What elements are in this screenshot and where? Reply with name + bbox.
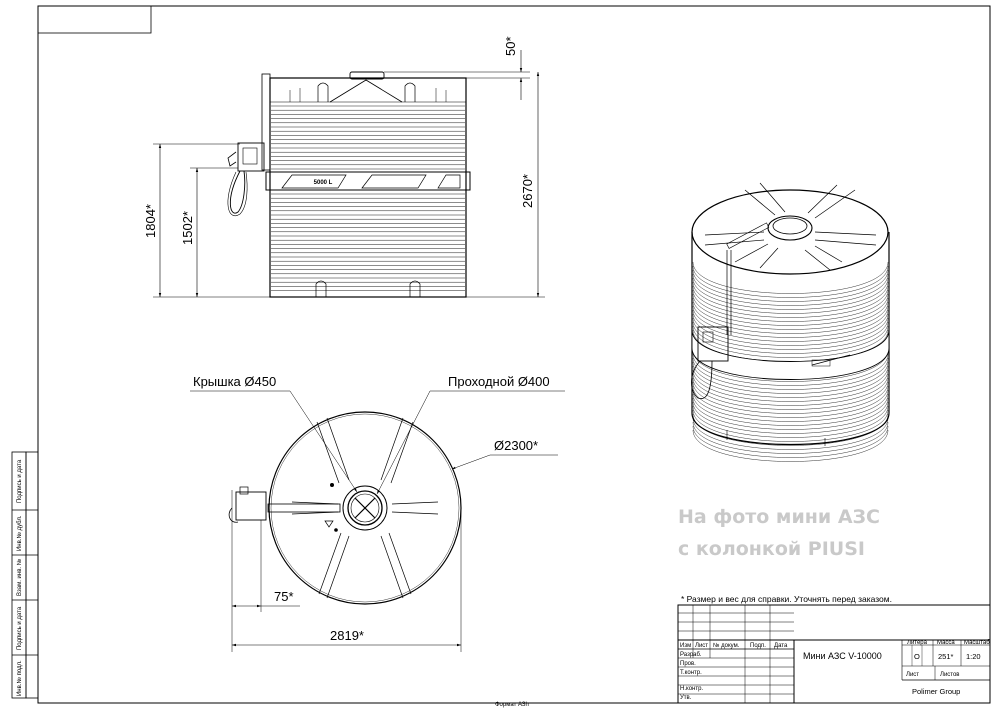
- tb-row-nkontr: Н.контр.: [680, 686, 703, 692]
- photo-caption-line1: На фото мини АЗС: [678, 506, 880, 528]
- tb-mass-label: Масса: [937, 640, 955, 646]
- tb-litera-value: О: [914, 652, 920, 661]
- title-block: Изм Лист № докум. Подп. Дата Разраб. Про…: [677, 604, 991, 704]
- dim-2300: Ø2300*: [494, 438, 538, 453]
- side-stamp-vzam-inv: Взам. инв. №: [16, 559, 23, 596]
- dim-2670: 2670*: [520, 174, 535, 208]
- tb-col-date: Дата: [774, 643, 788, 649]
- side-stamp-podp-data-2: Подпись и дата: [17, 606, 23, 650]
- dim-1502: 1502*: [180, 211, 195, 245]
- photo-caption-line2: с колонкой PIUSI: [678, 538, 865, 560]
- footnote: * Размер и вес для справки. Уточнять пер…: [681, 594, 892, 604]
- tb-sheet-label: Лист: [906, 672, 919, 678]
- tb-row-tkontr: Т.контр.: [680, 670, 702, 676]
- isometric-tank: [691, 182, 890, 462]
- side-stamp-podp-data-1: Подпись и дата: [17, 459, 23, 503]
- tb-col-list: Лист: [695, 643, 708, 649]
- tb-col-izm: Изм: [680, 643, 691, 649]
- side-stamp: Подпись и дата Инв.№ дубл. Взам. инв. № …: [11, 451, 39, 699]
- tb-designation: Мини АЗС V-10000: [803, 651, 882, 661]
- front-view-dimensions: 50* 2670* 1804* 1502*: [143, 36, 545, 298]
- tank-volume-label: 5000 L: [314, 180, 333, 186]
- top-view-tank: [228, 411, 462, 605]
- side-stamp-inv-podl: Инв.№ подл.: [16, 660, 23, 696]
- tb-row-razrab: Разраб.: [680, 652, 702, 658]
- tb-row-utv: Утв.: [680, 695, 692, 701]
- callout-manhole: Проходной Ø400: [448, 374, 550, 389]
- tb-row-prov: Пров.: [680, 661, 696, 667]
- top-left-corner-box: [37, 5, 152, 34]
- front-view-tank: 5000 L: [227, 71, 471, 298]
- tb-sheets-label: Листов: [940, 672, 960, 678]
- dim-75: 75*: [274, 589, 294, 604]
- tb-litera-label: Литера: [907, 640, 928, 646]
- tb-col-sign: Подп.: [750, 643, 766, 649]
- side-stamp-inv-dubl: Инв.№ дубл.: [16, 515, 23, 551]
- tb-company: Polimer Group: [912, 687, 960, 696]
- tb-scale-value: 1:20: [966, 652, 981, 661]
- tb-col-doc: № докум.: [713, 642, 740, 649]
- dim-2819: 2819*: [330, 628, 364, 643]
- format-label: Формат АЗh: [495, 702, 529, 708]
- dim-50: 50*: [503, 36, 518, 56]
- callout-lid: Крышка Ø450: [193, 374, 276, 389]
- outer-frame: [37, 5, 991, 704]
- tb-mass-value: 251*: [938, 652, 954, 661]
- tb-scale-label: Масштаб: [964, 640, 990, 646]
- top-view-dimensions: Крышка Ø450 Проходной Ø400 Ø2300* 75* 28…: [190, 374, 565, 652]
- dim-1804: 1804*: [143, 204, 158, 238]
